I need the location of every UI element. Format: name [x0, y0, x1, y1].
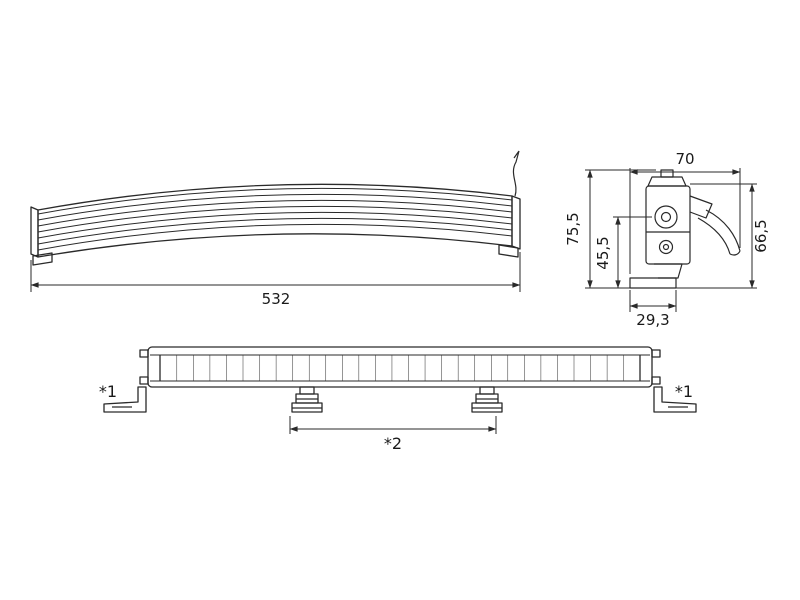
- dimension-bracket-width-label: 70: [675, 150, 694, 168]
- note-bracket-left: *1: [99, 382, 117, 401]
- dimension-height-total-label: 75,5: [564, 212, 582, 245]
- dimension-base-width-extensions: [629, 290, 677, 312]
- end-tab-right-bottom: [651, 376, 661, 385]
- bracket-foot: [629, 277, 677, 289]
- dimension-height-right-label: 66,5: [752, 219, 770, 252]
- front-bar-outline: [147, 346, 653, 388]
- bar-right-mount-tab: [498, 244, 519, 258]
- dimension-mount-spacing-extensions: [289, 416, 497, 434]
- dimension-height-right-extensions: [676, 183, 757, 289]
- dimension-bar-length-extensions: [30, 252, 521, 292]
- side-bracket-left: [103, 386, 147, 413]
- end-tab-left-top: [139, 349, 149, 358]
- end-view-bracket: [629, 169, 741, 289]
- dimension-bracket-width: 70: [629, 150, 741, 274]
- bolt-head: [660, 169, 674, 178]
- dimension-base-width: 29,3: [629, 290, 677, 329]
- side-view-curved-bar: [30, 150, 521, 266]
- bracket-arm: [689, 195, 713, 219]
- dimension-mount-spacing-label: *2: [384, 434, 402, 453]
- bar-left-mount-tab: [32, 252, 53, 266]
- bar-fin-lines: [37, 187, 513, 251]
- mount-foot-right-neck: [479, 386, 495, 395]
- end-tab-right-top: [651, 349, 661, 358]
- dimension-bracket-height-total: 75,5: [564, 169, 656, 289]
- mount-foot-left-neck: [299, 386, 315, 395]
- end-tab-left-bottom: [139, 376, 149, 385]
- side-bracket-right: [653, 386, 697, 413]
- mount-foot-left: [291, 386, 323, 413]
- mount-foot-right: [471, 386, 503, 413]
- bar-left-endcap: [30, 206, 39, 258]
- lower-bolt-inner: [662, 243, 670, 251]
- bracket-body: [645, 185, 691, 265]
- dimension-height-lower-label: 45,5: [594, 236, 612, 269]
- dimension-bracket-height-lower: 45,5: [594, 216, 652, 289]
- dimension-bracket-width-extensions: [629, 168, 741, 274]
- cable: [697, 209, 741, 256]
- bolt-flange: [647, 176, 687, 187]
- pivot-bolt-outer: [654, 205, 678, 229]
- bracket-neck: [654, 263, 683, 279]
- note-bracket-right: *1: [675, 382, 693, 401]
- power-cable: [512, 150, 520, 197]
- dimension-bar-length: 532: [30, 252, 521, 308]
- bar-right-endcap: [511, 195, 521, 250]
- led-segment-grid: [160, 355, 640, 381]
- dimension-bar-length-label: 532: [262, 290, 291, 308]
- lower-bolt-outer: [658, 239, 674, 255]
- dimension-bracket-height-right: 66,5: [676, 183, 770, 289]
- dimension-mount-spacing: *2: [289, 416, 497, 453]
- dimension-base-width-label: 29,3: [636, 311, 669, 329]
- pivot-bolt-inner: [660, 211, 672, 223]
- front-view-bar: [103, 346, 697, 413]
